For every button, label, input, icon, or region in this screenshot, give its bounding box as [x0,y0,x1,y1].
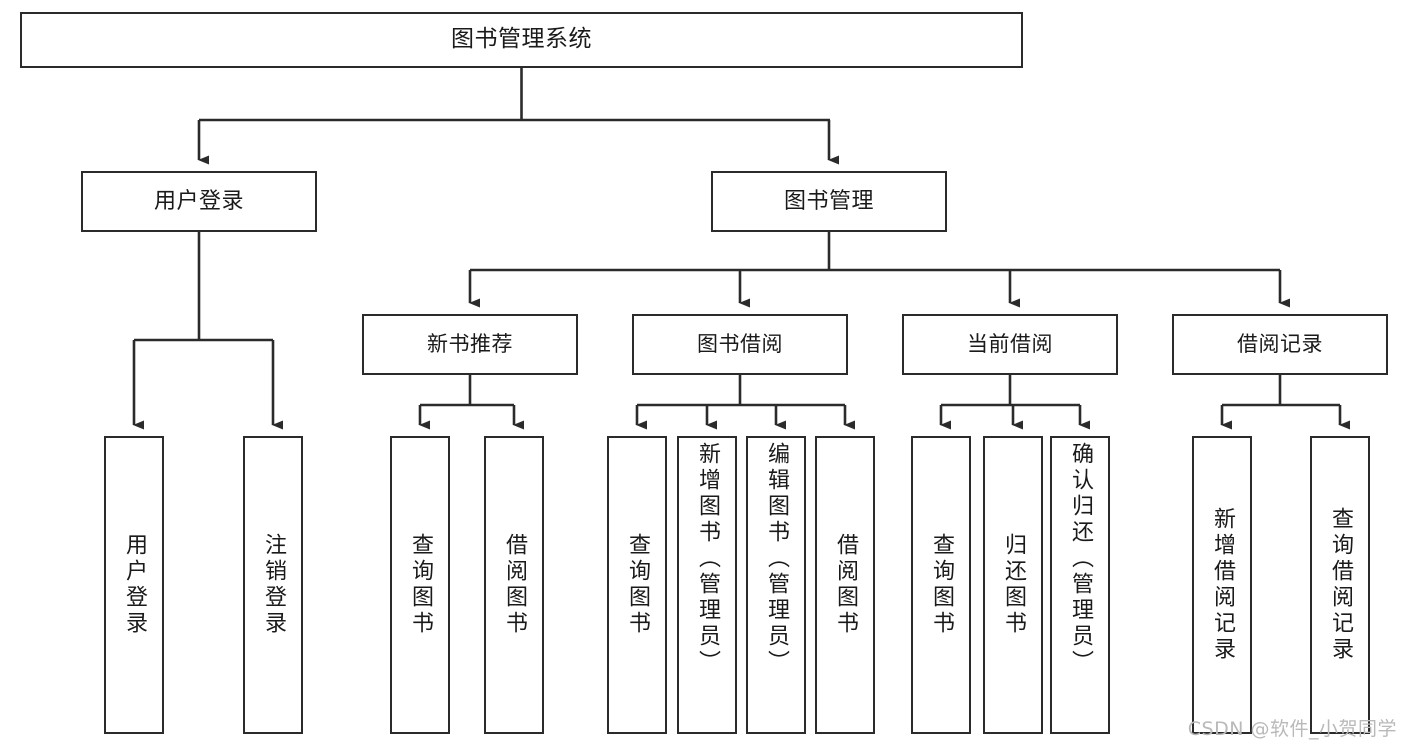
watermark-text: CSDN @软件_小贺同学 [1187,718,1397,740]
leaf-node-user-login[interactable]: 用户登录 [104,436,164,734]
node-book-management[interactable]: 图书管理 [711,171,947,232]
node-label: 新增图书（管理员） [695,442,720,676]
node-label: 注销登录 [261,533,286,637]
node-label: 用户登录 [153,188,244,214]
leaf-node-add-book-admin[interactable]: 新增图书（管理员） [677,436,737,734]
leaf-node-borrow-book[interactable]: 借阅图书 [815,436,875,734]
node-label: 查询图书 [929,533,954,637]
leaf-node-edit-book-admin[interactable]: 编辑图书（管理员） [746,436,806,734]
node-user-login[interactable]: 用户登录 [81,171,317,232]
leaf-node-query-book-borrow[interactable]: 查询图书 [607,436,667,734]
leaf-node-query-borrow-record[interactable]: 查询借阅记录 [1310,436,1370,734]
node-label: 新增借阅记录 [1210,507,1235,663]
node-label: 借阅图书 [833,533,858,637]
node-current-borrow[interactable]: 当前借阅 [902,314,1118,375]
node-label: 当前借阅 [967,332,1053,357]
leaf-node-return-book[interactable]: 归还图书 [983,436,1043,734]
leaf-node-borrow-book-newbook[interactable]: 借阅图书 [484,436,544,734]
node-label: 编辑图书（管理员） [764,442,789,676]
leaf-node-query-book-newbook[interactable]: 查询图书 [390,436,450,734]
node-book-borrow[interactable]: 图书借阅 [632,314,848,375]
leaf-node-logout[interactable]: 注销登录 [243,436,303,734]
node-label: 新书推荐 [427,332,513,357]
leaf-node-query-book-current[interactable]: 查询图书 [911,436,971,734]
node-label: 查询借阅记录 [1328,507,1353,663]
node-label: 图书管理系统 [451,26,592,53]
node-label: 借阅记录 [1237,332,1323,357]
node-label: 确认归还（管理员） [1068,442,1093,676]
node-label: 图书管理 [783,188,874,214]
leaf-node-confirm-return-admin[interactable]: 确认归还（管理员） [1050,436,1110,734]
node-label: 图书借阅 [697,332,783,357]
node-label: 归还图书 [1001,533,1026,637]
node-root-system[interactable]: 图书管理系统 [20,12,1023,68]
node-label: 查询图书 [408,533,433,637]
node-borrow-record[interactable]: 借阅记录 [1172,314,1388,375]
node-new-book-recommend[interactable]: 新书推荐 [362,314,578,375]
node-label: 借阅图书 [502,533,527,637]
node-label: 用户登录 [122,533,147,637]
node-label: 查询图书 [625,533,650,637]
leaf-node-add-borrow-record[interactable]: 新增借阅记录 [1192,436,1252,734]
